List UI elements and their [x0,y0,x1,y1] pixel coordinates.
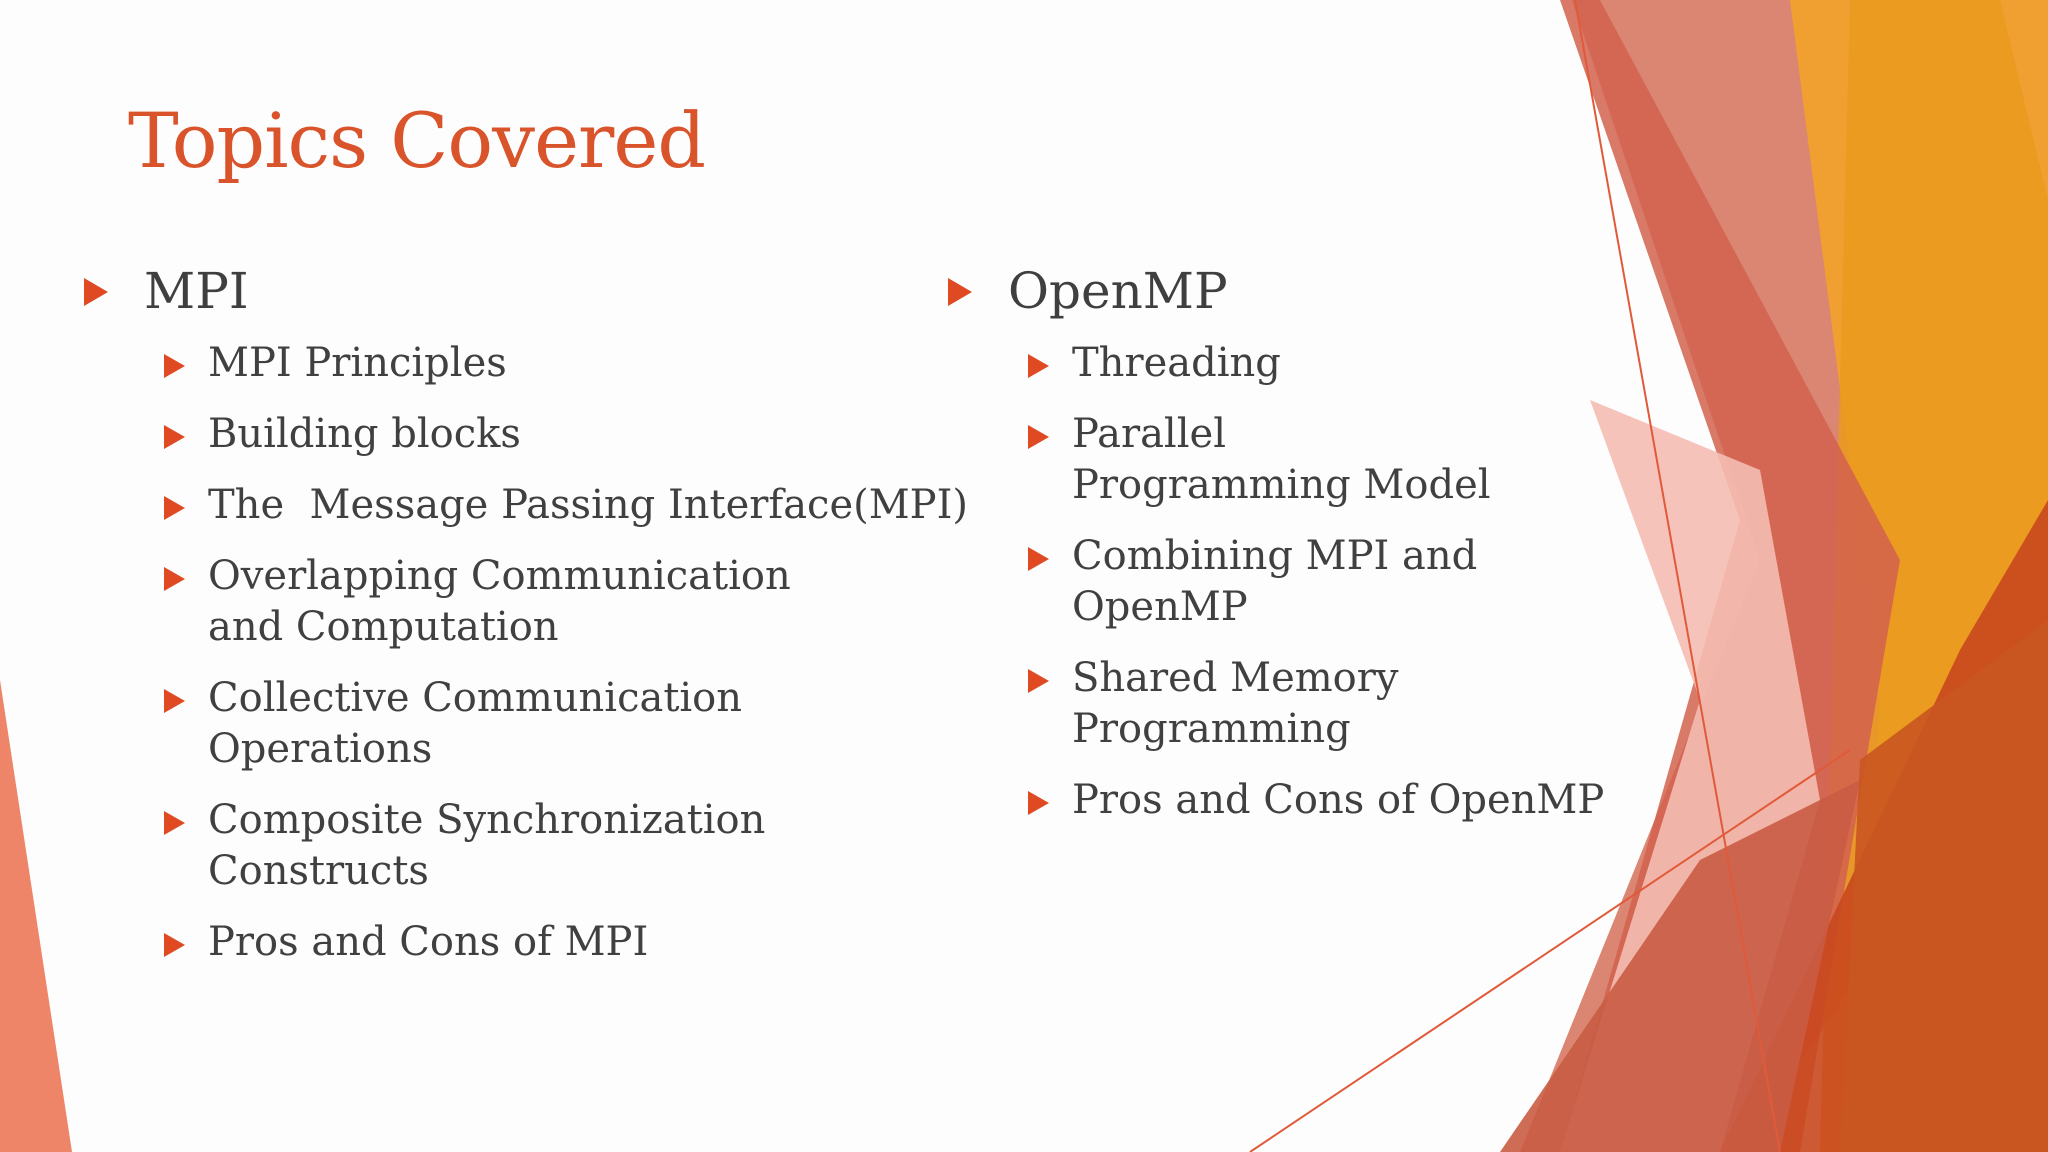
decor-facet-7 [1500,780,1860,1152]
openmp-heading: OpenMP [948,258,1588,338]
list-item-label: Parallel Programming Model [1072,411,1491,508]
list-item-label: Composite Synchronization Constructs [208,797,766,894]
list-item-label: Pros and Cons of MPI [208,919,649,965]
list-item: Threading [1028,338,1588,389]
decor-facet-8 [1840,620,2048,1152]
bullet-arrow-icon [1028,791,1049,815]
list-item-label: Shared Memory Programming [1072,655,1399,752]
openmp-heading-label: OpenMP [1008,262,1228,320]
list-item-label: Threading [1072,340,1281,386]
openmp-column: OpenMP Threading Parallel Programming Mo… [948,258,1604,846]
list-item-label: Overlapping Communication and Computatio… [208,553,791,650]
bullet-arrow-icon [1028,354,1049,378]
bullet-arrow-icon [164,425,185,449]
list-item: The Message Passing Interface(MPI) [164,480,968,531]
slide-title: Topics Covered [128,96,706,185]
list-item: Shared Memory Programming [1028,653,1588,755]
mpi-topic-list: MPI Principles Building blocks The Messa… [84,338,968,968]
mpi-column: MPI MPI Principles Building blocks The M… [84,258,968,988]
decor-line-1 [1574,0,1781,1152]
bullet-arrow-icon [164,354,185,378]
list-item-label: Collective Communication Operations [208,675,743,772]
list-item: MPI Principles [164,338,944,389]
list-item: Combining MPI and OpenMP [1028,531,1588,633]
bullet-arrow-icon [1028,425,1049,449]
bullet-arrow-icon [164,567,185,591]
bullet-arrow-icon [84,278,108,306]
list-item-label: Pros and Cons of OpenMP [1072,777,1605,823]
bullet-arrow-icon [164,689,185,713]
list-item: Parallel Programming Model [1028,409,1588,511]
list-item: Collective Communication Operations [164,673,944,775]
mpi-heading: MPI [84,258,944,338]
bullet-arrow-icon [1028,547,1049,571]
list-item: Pros and Cons of MPI [164,917,944,968]
list-item: Building blocks [164,409,944,460]
list-item: Pros and Cons of OpenMP [1028,775,1604,826]
list-item-label: The Message Passing Interface(MPI) [208,482,968,528]
list-item-label: MPI Principles [208,340,507,386]
decor-line-2 [1249,749,1851,1152]
bullet-arrow-icon [164,811,185,835]
bullet-arrow-icon [164,933,185,957]
left-decor-shape [0,680,72,1152]
list-item-label: Building blocks [208,411,521,457]
mpi-heading-label: MPI [144,262,249,320]
bullet-arrow-icon [1028,669,1049,693]
list-item: Overlapping Communication and Computatio… [164,551,944,653]
openmp-topic-list: Threading Parallel Programming Model Com… [948,338,1604,826]
list-item: Composite Synchronization Constructs [164,795,944,897]
list-item-label: Combining MPI and OpenMP [1072,533,1478,630]
bullet-arrow-icon [948,278,972,306]
bullet-arrow-icon [164,496,185,520]
